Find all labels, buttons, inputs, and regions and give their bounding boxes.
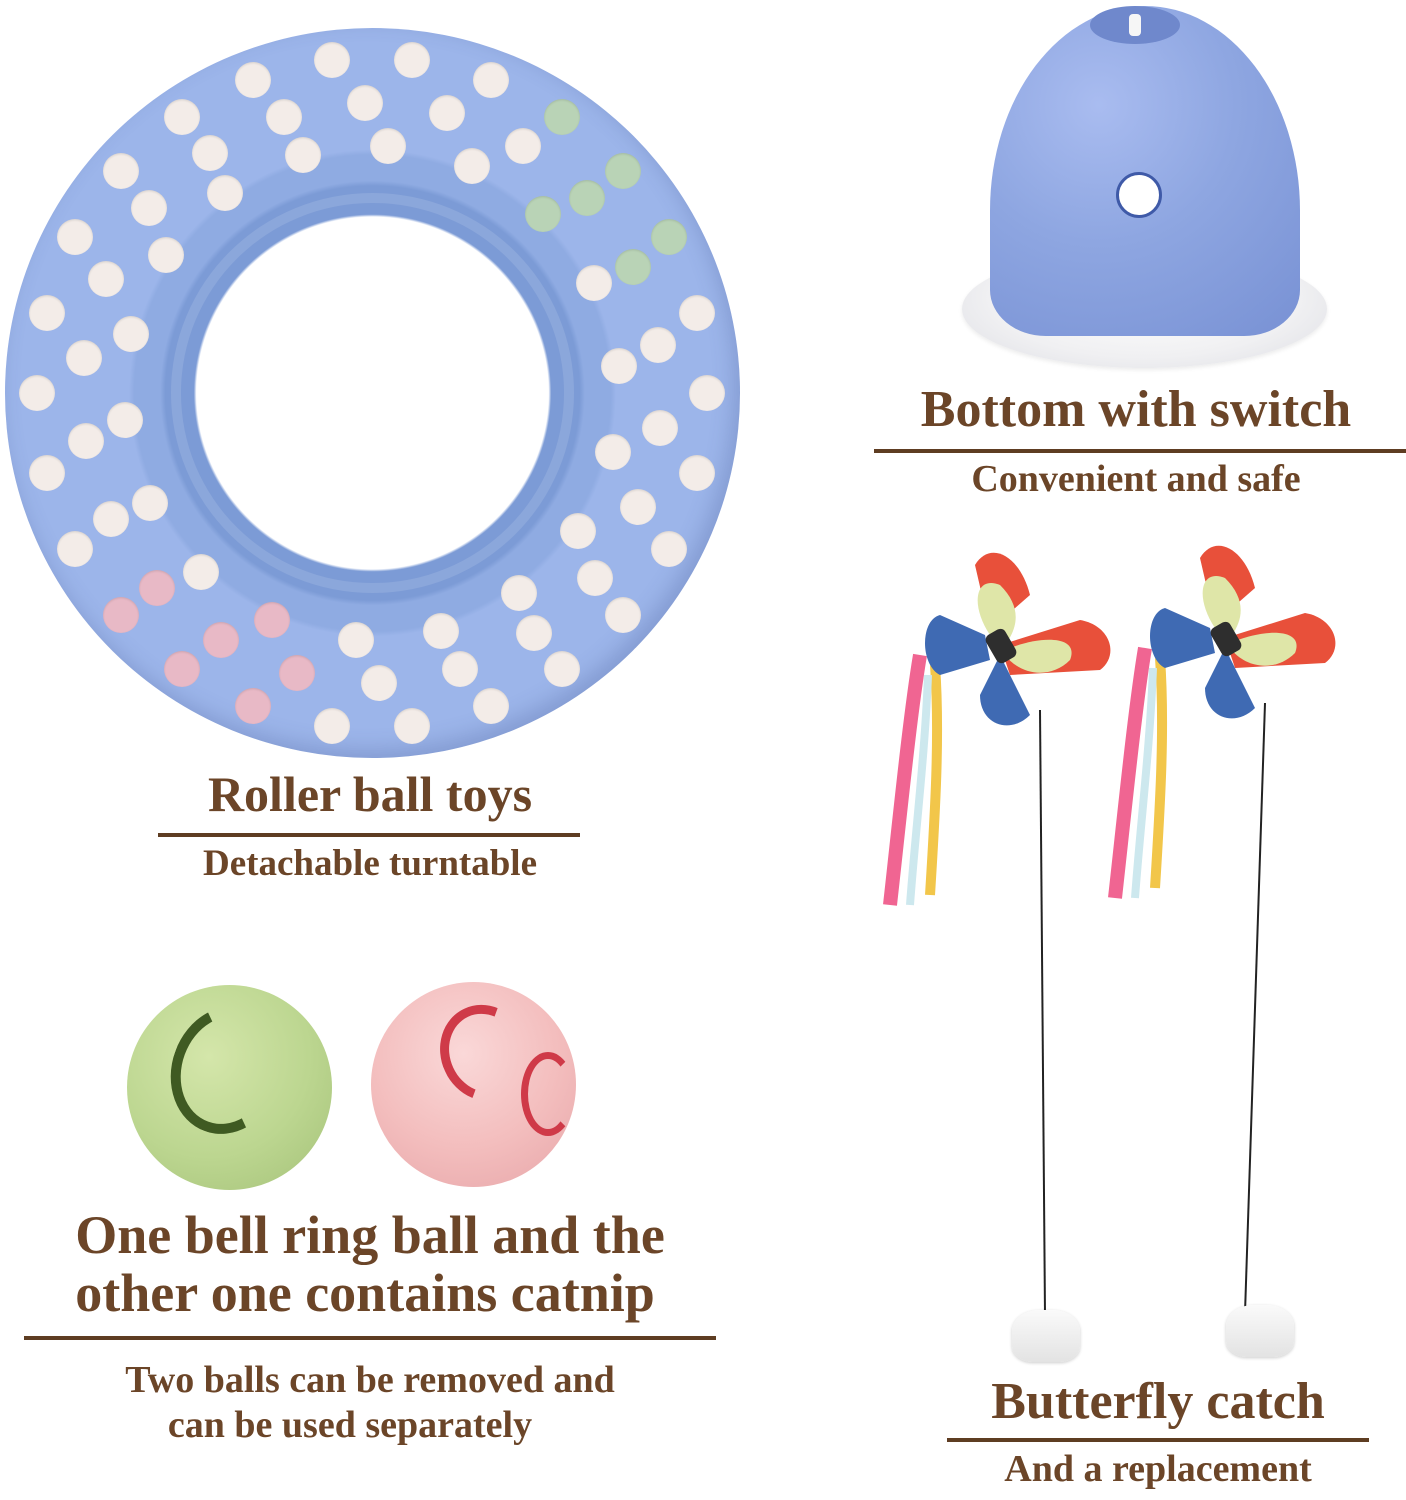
ring-hole — [182, 554, 219, 591]
ring-hole — [423, 613, 460, 650]
ring-hole — [604, 597, 641, 634]
ring-hole — [57, 530, 94, 567]
ring-hole — [313, 42, 350, 79]
ring-hole — [516, 615, 553, 652]
ring-hole — [525, 195, 562, 232]
ring-hole — [347, 85, 384, 122]
ring-hole — [207, 174, 244, 211]
ring-hole — [235, 61, 272, 98]
ring-hole — [544, 650, 581, 687]
ring-hole — [254, 601, 291, 638]
ring-hole — [505, 127, 542, 164]
ring-hole — [453, 148, 490, 184]
ball-slot — [521, 1052, 575, 1136]
butterfly-wand-1 — [883, 552, 1111, 1316]
ring-hole — [604, 152, 641, 189]
ring-hole — [103, 597, 140, 634]
balls-divider — [24, 1336, 716, 1340]
ring-hole — [131, 484, 168, 521]
ring-hole — [87, 260, 124, 297]
ring-hole — [560, 512, 597, 549]
ring-hole — [360, 664, 397, 701]
ring-hole — [394, 42, 431, 79]
ring-hole — [28, 294, 65, 331]
balls-subtitle-line2: can be used separately — [167, 1404, 533, 1446]
ring-hole — [429, 94, 466, 131]
balls-subtitle-line1: Two balls can be removed and — [125, 1359, 615, 1401]
ring-hole — [19, 375, 55, 411]
catnip-ball-image — [371, 982, 576, 1187]
ring-hole — [66, 340, 103, 377]
base-divider — [874, 449, 1406, 453]
butterfly-subtitle: And a replacement — [1004, 1448, 1312, 1490]
ring-hole — [394, 707, 431, 744]
ring-hole — [442, 651, 479, 688]
bell-ball-image — [127, 985, 332, 1190]
ring-hole — [650, 219, 687, 256]
ring-hole — [689, 375, 725, 411]
ring-hole — [57, 219, 94, 256]
ring-hole — [640, 327, 677, 364]
dome-spindle — [1129, 14, 1141, 36]
ring-hole — [544, 99, 581, 136]
ring-hole — [641, 409, 678, 446]
ring-hole — [103, 152, 140, 189]
ring-hole — [679, 294, 716, 331]
turntable-subtitle: Detachable turntable — [203, 843, 537, 884]
butterfly-clip-2 — [1226, 1305, 1294, 1357]
ring-inner-highlight — [181, 203, 563, 583]
ball-slot — [153, 990, 301, 1150]
ring-hole — [265, 98, 302, 135]
ring-hole — [202, 622, 239, 659]
ring-hole — [620, 489, 657, 526]
ring-hole — [93, 501, 130, 538]
ring-hole — [130, 190, 167, 227]
ring-hole — [313, 707, 350, 744]
balls-title-line1: One bell ring ball and the — [75, 1205, 665, 1265]
base-dome-image — [990, 6, 1300, 336]
ring-hole — [235, 688, 272, 725]
ring-hole — [600, 348, 637, 384]
butterfly-title: Butterfly catch — [991, 1373, 1325, 1430]
ring-hole — [139, 569, 176, 606]
butterfly-wand-2 — [1108, 545, 1336, 1314]
power-switch-icon — [1116, 172, 1162, 218]
butterfly-divider — [947, 1438, 1369, 1442]
turntable-title: Roller ball toys — [207, 766, 533, 822]
ring-hole — [113, 316, 150, 353]
butterfly-clip-1 — [1012, 1310, 1080, 1362]
base-subtitle: Convenient and safe — [971, 458, 1301, 500]
ring-hole — [284, 136, 321, 173]
ring-hole — [163, 650, 200, 687]
ring-hole — [370, 127, 407, 164]
ring-hole — [67, 422, 104, 459]
ring-hole — [679, 455, 716, 492]
ring-hole — [568, 180, 605, 217]
ring-hole — [614, 248, 651, 285]
ring-hole — [337, 622, 374, 659]
ring-hole — [500, 575, 537, 611]
balls-title-line2: other one contains catnip — [75, 1263, 655, 1323]
turntable-divider — [158, 833, 580, 837]
ring-hole — [28, 455, 65, 492]
ring-hole — [650, 530, 687, 567]
ring-hole — [147, 237, 184, 274]
base-title: Bottom with switch — [920, 381, 1352, 438]
ring-hole — [472, 688, 509, 725]
ring-hole — [594, 433, 631, 470]
ring-hole — [191, 134, 228, 171]
ring-hole — [278, 655, 315, 692]
ring-hole — [577, 559, 614, 596]
ring-hole — [107, 401, 144, 438]
ring-hole — [163, 99, 200, 136]
ring-hole — [576, 265, 613, 302]
ring-hole — [472, 61, 509, 98]
